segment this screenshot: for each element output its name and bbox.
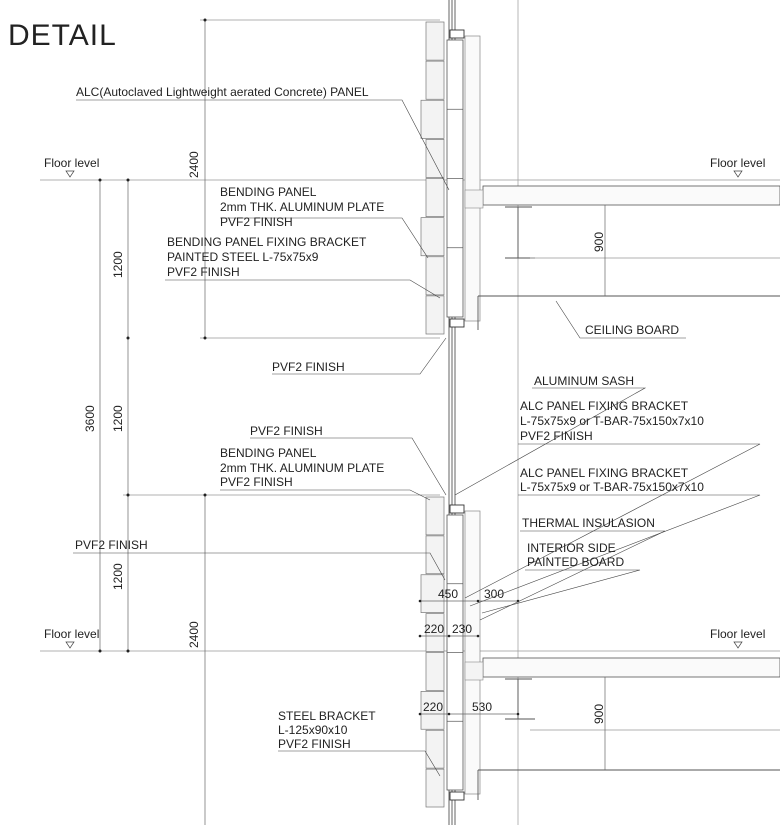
dimension-label: 900	[592, 704, 606, 724]
vertical-dimensions	[98, 18, 440, 825]
svg-text:PVF2 FINISH: PVF2 FINISH	[220, 475, 293, 489]
svg-text:2mm THK. ALUMINUM PLATE: 2mm THK. ALUMINUM PLATE	[220, 200, 384, 214]
svg-text:PVF2 FINISH: PVF2 FINISH	[278, 737, 351, 751]
dimension-label: 3600	[83, 405, 97, 432]
sash-frame	[449, 504, 465, 514]
bending-panel	[425, 652, 445, 691]
interior-board	[464, 35, 481, 322]
bending-panel	[420, 99, 445, 139]
svg-text:2mm THK. ALUMINUM PLATE: 2mm THK. ALUMINUM PLATE	[220, 461, 384, 475]
bending-panel	[425, 21, 445, 61]
steel-bracket-label: STEEL BRACKET L-125x90x10 PVF2 FINISH	[278, 709, 376, 751]
sash-frame	[449, 791, 465, 801]
bending-panel	[425, 256, 445, 296]
aluminum-sash-label: ALUMINUM SASH	[534, 374, 634, 388]
svg-text:STEEL BRACKET: STEEL BRACKET	[278, 709, 376, 723]
dimension-label: 1200	[111, 563, 125, 590]
alc-panel-assembly	[420, 21, 481, 808]
bending-panel	[420, 574, 445, 613]
alc-panel-label: ALC(Autoclaved Lightweight aerated Concr…	[76, 85, 369, 99]
thermal-insulation-label: THERMAL INSULASION	[522, 516, 655, 530]
interior-board	[464, 510, 481, 795]
svg-text:BENDING PANEL: BENDING PANEL	[220, 446, 317, 460]
pvf2-finish-label: PVF2 FINISH	[75, 538, 148, 552]
bending-panel	[425, 496, 445, 536]
floor-level-lines	[40, 170, 780, 652]
bending-panel-label-lower: BENDING PANEL 2mm THK. ALUMINUM PLATE PV…	[220, 446, 384, 489]
pvf2-finish-label: PVF2 FINISH	[272, 360, 345, 374]
dimension-label: 220	[424, 622, 444, 636]
horizontal-dimensions	[418, 599, 520, 716]
bending-panel	[425, 178, 445, 217]
pvf2-finish-label: PVF2 FINISH	[250, 424, 323, 438]
dimension-label: 1200	[111, 251, 125, 278]
alc-bracket-label-upper: ALC PANEL FIXING BRACKET L-75x75x9 or T-…	[520, 399, 704, 443]
fixing-bracket-label: BENDING PANEL FIXING BRACKET PAINTED STE…	[167, 235, 367, 279]
svg-text:INTERIOR SIDE: INTERIOR SIDE	[527, 541, 616, 555]
bending-panel	[420, 691, 445, 730]
bending-panel-label-upper: BENDING PANEL 2mm THK. ALUMINUM PLATE PV…	[220, 185, 384, 229]
interior-board-label: INTERIOR SIDE PAINTED BOARD	[527, 541, 624, 569]
dimension-label: 220	[423, 700, 443, 714]
dimension-label: 530	[472, 700, 492, 714]
leader-lines	[73, 99, 761, 777]
bending-panel	[425, 139, 445, 178]
dimension-label: 2400	[187, 621, 201, 648]
svg-text:PVF2 FINISH: PVF2 FINISH	[167, 265, 240, 279]
sash-frame	[449, 318, 465, 328]
svg-text:BENDING PANEL FIXING BRACKET: BENDING PANEL FIXING BRACKET	[167, 235, 367, 249]
svg-text:L-75x75x9 or T-BAR-75x150x7x10: L-75x75x9 or T-BAR-75x150x7x10	[520, 480, 704, 494]
dimension-label: 450	[438, 587, 458, 601]
bending-panel	[425, 295, 445, 335]
svg-text:L-125x90x10: L-125x90x10	[278, 723, 348, 737]
sash-frame	[449, 29, 465, 39]
svg-text:PAINTED BOARD: PAINTED BOARD	[527, 555, 624, 569]
svg-text:PAINTED STEEL L-75x75x9: PAINTED STEEL L-75x75x9	[167, 250, 319, 264]
svg-text:L-75x75x9 or T-BAR-75x150x7x10: L-75x75x9 or T-BAR-75x150x7x10	[520, 414, 704, 428]
dimension-label: 1200	[111, 405, 125, 432]
ceiling-board-label: CEILING BOARD	[585, 323, 679, 337]
dimension-label: 300	[484, 587, 504, 601]
dimension-label: 2400	[187, 151, 201, 178]
floor-slab-upper	[464, 185, 780, 330]
svg-text:ALC PANEL FIXING BRACKET: ALC PANEL FIXING BRACKET	[520, 399, 689, 413]
floor-level-label: Floor level	[44, 627, 99, 641]
bending-panel	[425, 535, 445, 575]
svg-text:ALC PANEL FIXING BRACKET: ALC PANEL FIXING BRACKET	[520, 466, 689, 480]
bending-panel	[425, 60, 445, 100]
drawing-title: DETAIL	[8, 19, 117, 52]
floor-slab-lower	[464, 657, 780, 800]
alc-bracket-label-lower: ALC PANEL FIXING BRACKET L-75x75x9 or T-…	[520, 466, 704, 494]
bending-panel	[425, 613, 445, 652]
bending-panel	[425, 768, 445, 808]
dimension-label: 230	[452, 622, 472, 636]
bending-panel	[425, 729, 445, 769]
floor-level-label: Floor level	[44, 156, 99, 170]
floor-level-label: Floor level	[710, 156, 765, 170]
bending-panel	[420, 217, 445, 257]
dimension-label: 900	[592, 232, 606, 252]
svg-text:PVF2 FINISH: PVF2 FINISH	[220, 215, 293, 229]
svg-text:BENDING PANEL: BENDING PANEL	[220, 185, 317, 199]
floor-level-label: Floor level	[710, 627, 765, 641]
svg-text:PVF2 FINISH: PVF2 FINISH	[520, 429, 593, 443]
